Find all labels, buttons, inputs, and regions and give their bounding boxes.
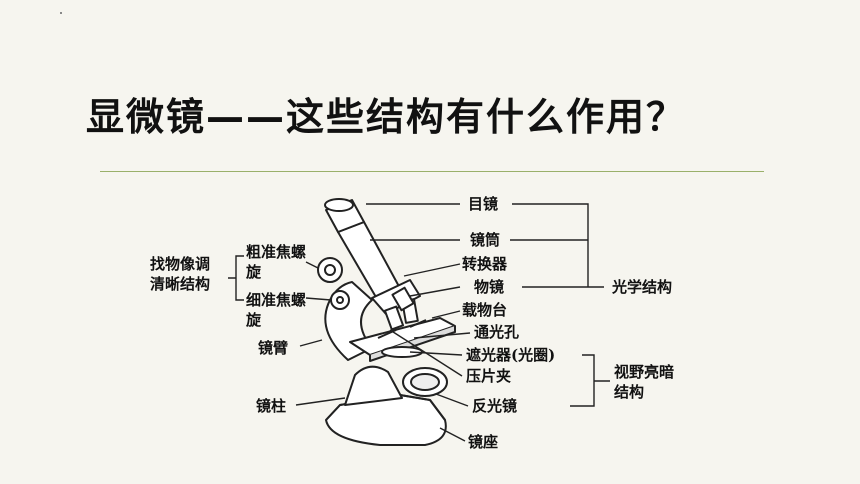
label-base: 镜座 [468,433,499,451]
label-tube: 镜筒 [470,231,501,249]
leader-diaphragm [409,351,463,356]
label-fine-knob: 细准焦螺旋 [246,291,307,329]
label-focus-group: 找物像调清晰结构 [150,255,211,293]
leader-mirror [435,393,469,407]
leader-hole [413,332,471,339]
label-nosepiece: 转换器 [462,255,508,273]
label-clips: 压片夹 [466,367,512,385]
corner-dot [60,12,62,14]
bracket-brightness [570,354,610,407]
leader-pillar [295,397,346,406]
label-stage-hole: 通光孔 [474,323,520,341]
stage-clip [409,319,427,328]
label-coarse-knob: 粗准焦螺旋 [246,243,307,281]
label-optical-group: 光学结构 [612,278,673,296]
bracket-optical [512,203,604,288]
leader-base [439,427,466,442]
title-divider [100,171,764,172]
microscope-pillar [344,365,403,406]
label-brightness-group: 视野亮暗结构 [614,363,675,401]
leader-nosepiece [403,263,461,277]
label-pillar: 镜柱 [256,397,287,415]
leader-coarse [305,261,319,269]
label-stage: 载物台 [462,301,508,319]
leader-fine [305,297,332,301]
objective-lens [391,286,415,312]
leader-stage [431,310,461,319]
label-mirror: 反光镜 [472,397,518,415]
bracket-focus [228,255,244,301]
leader-objective [409,286,461,297]
label-eyepiece: 目镜 [468,195,499,213]
page-title: 显微镜——这些结构有什么作用？ [86,95,687,139]
objective-lens [383,305,405,331]
microscope-base [325,394,447,446]
label-diaphragm: 遮光器(光圈) [466,346,556,364]
leader-clips [389,329,463,377]
leader-arm [299,339,323,347]
label-arm: 镜臂 [258,339,289,357]
label-objective: 物镜 [474,278,505,296]
